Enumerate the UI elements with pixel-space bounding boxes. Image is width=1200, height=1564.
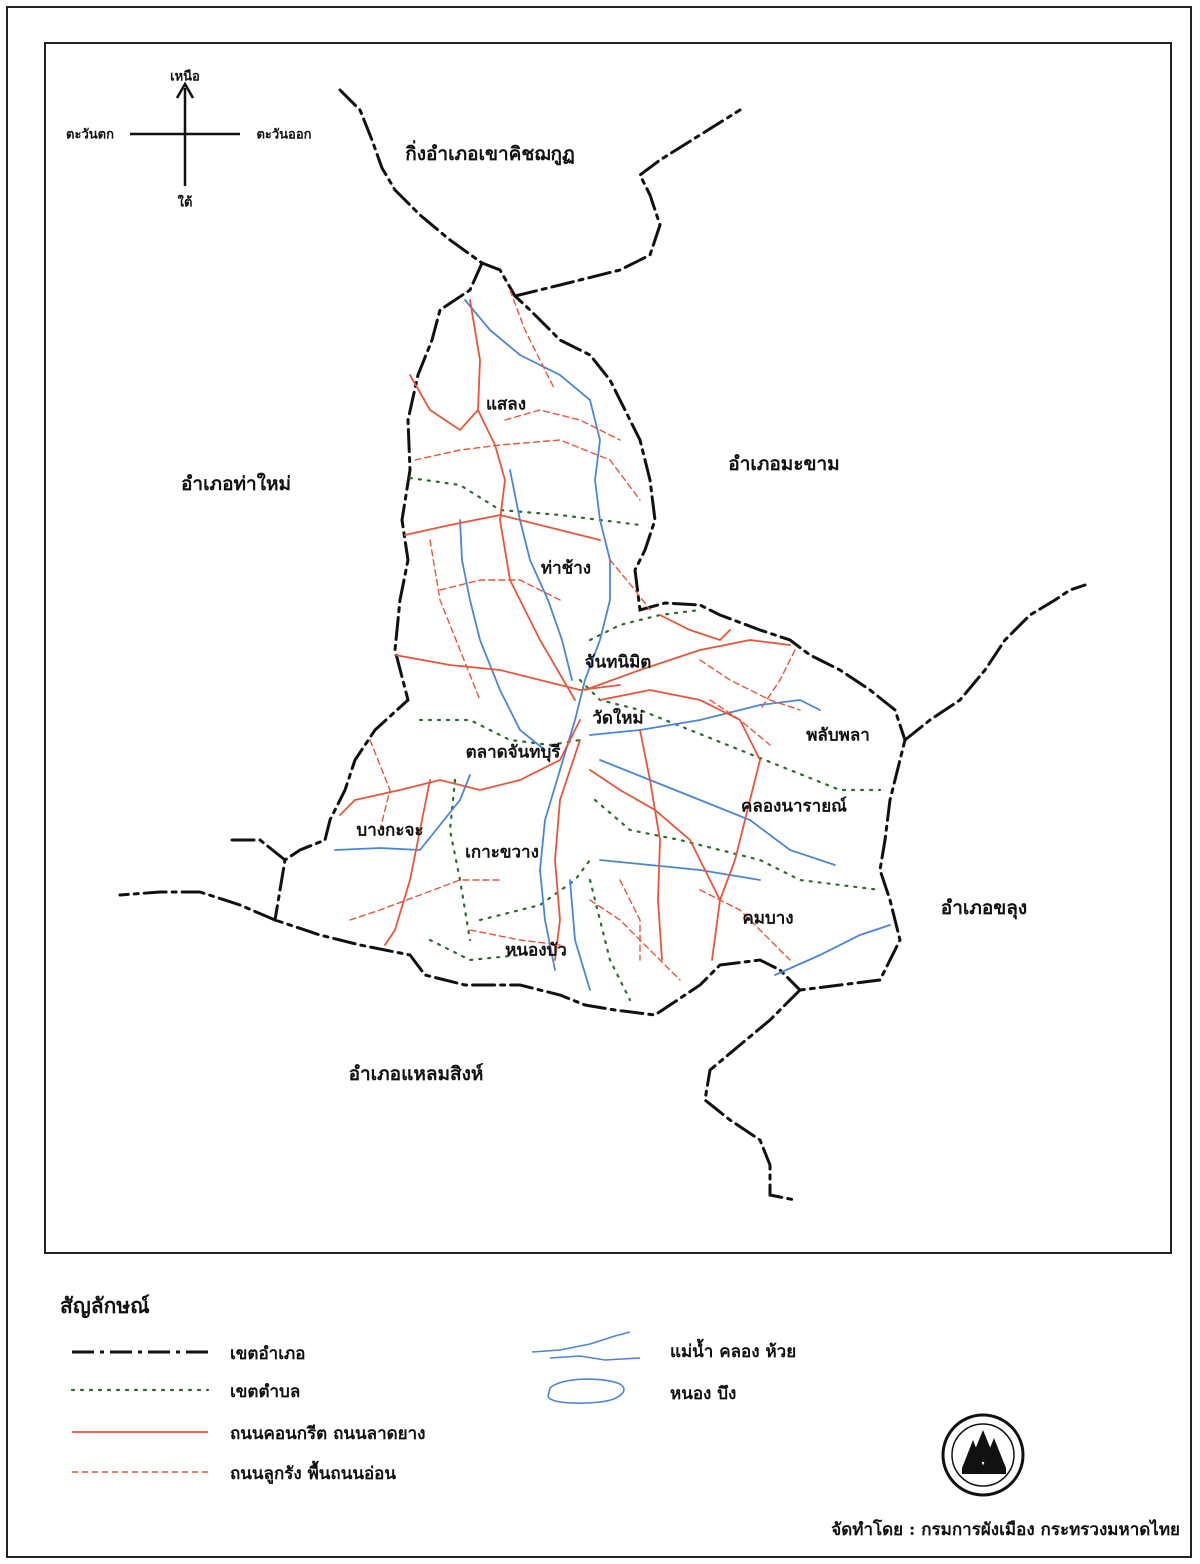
dirt-road-15 <box>469 929 561 946</box>
paved-road-6 <box>339 719 581 816</box>
legend: สัญลักษณ์ เขตอำเภอ เขตตำบล ถนนคอนกรีต ถน… <box>60 1290 1160 1550</box>
subdistrict-line-6 <box>593 798 882 892</box>
dirt-road-2 <box>414 439 641 501</box>
dirt-road-6 <box>699 659 801 711</box>
credit-text: จัดทำโดย : กรมการผังเมือง กระทรวงมหาดไทย <box>831 1520 1180 1540</box>
district-label-east: อำเภอมะขาม <box>728 453 840 475</box>
dirt-roads <box>349 289 801 981</box>
map-panel <box>44 42 1172 1254</box>
page-frame <box>6 6 1192 1558</box>
rivers <box>334 299 891 991</box>
dirt-road-14 <box>759 649 796 711</box>
legend-dirt-road-icon <box>72 1471 208 1473</box>
compass-north-label: เหนือ <box>170 69 200 85</box>
compass-east-label: ตะวันออก <box>256 127 312 143</box>
legend-item-district-boundary: เขตอำเภอ <box>70 1340 570 1366</box>
legend-item-paved-road: ถนนคอนกรีต ถนนลาดยาง <box>70 1420 570 1446</box>
subdistrict-label-phlap-phla: พลับพลา <box>806 725 870 746</box>
subdistrict-label-khlong-narai: คลองนารายณ์ <box>741 796 847 817</box>
subdistrict-label-wat-mai: วัดใหม่ <box>592 708 644 729</box>
legend-item-dirt-road: ถนนลูกรัง พื้นถนนอ่อน <box>70 1460 570 1486</box>
subdistrict-label-ko-khwang: เกาะขวาง <box>465 842 539 863</box>
subdistrict-line-7 <box>478 858 592 922</box>
south-boundary-line <box>703 988 802 1202</box>
legend-item-pond: หนอง บึง <box>530 1374 1030 1410</box>
river-west-2 <box>334 774 471 851</box>
legend-item-subdistrict-boundary: เขตตำบล <box>70 1378 570 1404</box>
subdistrict-label-chanthanimit: จันทนิมิต <box>584 652 652 673</box>
department-seal-icon <box>941 1413 1025 1497</box>
compass-west-label: ตะวันตก <box>66 127 114 143</box>
paved-road-10 <box>589 769 721 901</box>
north-boundary-line <box>338 88 484 265</box>
paved-road-4 <box>584 639 791 691</box>
dirt-road-11 <box>619 879 641 961</box>
dirt-road-3 <box>504 409 621 441</box>
river-south <box>599 859 761 881</box>
paved-road-7 <box>384 779 431 946</box>
legend-district-boundary-label: เขตอำเภอ <box>230 1344 306 1364</box>
legend-paved-road-label: ถนนคอนกรีต ถนนลาดยาง <box>230 1424 426 1444</box>
dirt-road-4 <box>429 539 481 701</box>
subdistrict-line-1 <box>408 476 642 527</box>
legend-district-boundary-icon <box>72 1350 208 1354</box>
legend-item-river: แม่น้ำ คลอง ห้วย <box>530 1330 1030 1370</box>
paved-road-2 <box>404 514 601 541</box>
river-central <box>509 469 573 681</box>
dirt-road-1 <box>509 289 556 391</box>
legend-subdistrict-boundary-label: เขตตำบล <box>230 1382 301 1402</box>
river-canal <box>774 924 891 976</box>
river-main <box>464 299 611 971</box>
dirt-road-13 <box>439 579 561 601</box>
legend-subdistrict-boundary-icon <box>70 1388 210 1392</box>
paved-road-8 <box>554 739 581 961</box>
subdistrict-label-salaeng: แสลง <box>485 394 527 415</box>
north-east-boundary-line <box>513 108 742 298</box>
main-district-boundary <box>273 261 907 1017</box>
legend-title: สัญลักษณ์ <box>60 1293 150 1318</box>
river-southeast <box>599 759 836 866</box>
paved-roads <box>339 299 791 961</box>
subdistrict-label-bang-kacha: บางกะจะ <box>356 820 424 841</box>
legend-pond-label: หนอง บึง <box>670 1384 737 1404</box>
subdistrict-label-tha-chang: ท่าช้าง <box>540 558 592 579</box>
river-west <box>459 519 546 751</box>
subdistrict-label-talat: ตลาดจันทบุรี <box>465 742 561 763</box>
dirt-road-5 <box>609 559 651 611</box>
compass-arrow-icon <box>175 81 195 99</box>
river-lower <box>569 879 591 991</box>
district-label-west: อำเภอท่าใหม่ <box>180 473 292 495</box>
subdistrict-label-khom-bang: คมบาง <box>742 908 794 929</box>
paved-road-1 <box>469 299 576 701</box>
subdistrict-line-4 <box>418 718 582 747</box>
subdistrict-line-9 <box>428 938 522 962</box>
subdistrict-line-8 <box>588 878 632 1002</box>
dirt-road-7 <box>709 699 771 746</box>
dirt-road-9 <box>349 879 501 921</box>
paved-road-12 <box>409 374 479 432</box>
east-boundary-line <box>903 583 1087 742</box>
subdistrict-line-2 <box>588 608 702 642</box>
subdistrict-line-3 <box>578 678 882 792</box>
legend-river-icon <box>531 1331 641 1361</box>
legend-river-label: แม่น้ำ คลอง ห้วย <box>670 1342 797 1362</box>
district-label-north: กิ่งอำเภอเขาคิชฌกูฏ <box>405 143 575 165</box>
dirt-road-10 <box>589 899 681 981</box>
paved-road-11 <box>639 729 663 961</box>
compass <box>130 81 240 186</box>
district-label-south: อำเภอแหลมสิงห์ <box>348 1063 484 1085</box>
legend-pond-icon <box>547 1378 625 1404</box>
west-boundary-line <box>118 838 287 922</box>
dirt-road-12 <box>699 889 791 961</box>
subdistrict-label-nong-bua: หนองบัว <box>505 940 567 961</box>
compass-south-label: ใต้ <box>177 195 193 211</box>
district-label-southeast: อำเภอขลุง <box>940 897 1028 919</box>
paved-road-5 <box>599 689 761 961</box>
dirt-road-8 <box>369 739 391 831</box>
paved-road-9 <box>659 614 731 642</box>
district-boundaries <box>118 88 1087 1202</box>
legend-dirt-road-label: ถนนลูกรัง พื้นถนนอ่อน <box>230 1464 396 1484</box>
legend-paved-road-icon <box>72 1431 208 1433</box>
